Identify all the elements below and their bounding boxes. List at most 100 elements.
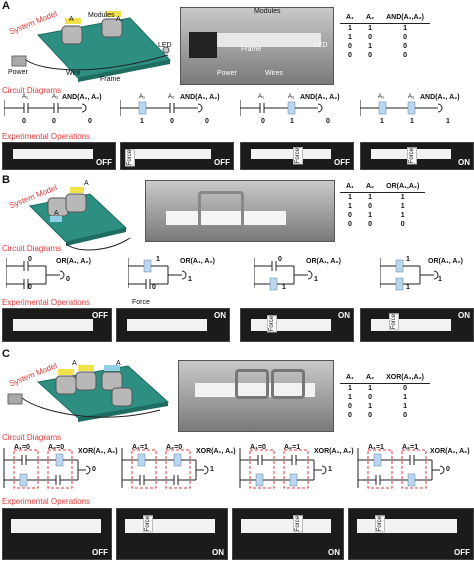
- circuit-a2-value: A₂=1: [402, 444, 419, 451]
- panel-a-photo-wires: Wires: [265, 70, 283, 77]
- tt-cell: 0: [368, 34, 372, 41]
- tt-cell: 1: [348, 25, 352, 32]
- op-state-label: OFF: [214, 158, 230, 167]
- panel-b-op-photo: Force ON: [360, 308, 474, 342]
- tt-cell: 0: [403, 43, 408, 50]
- circuit-a1-value: A₁=1: [132, 444, 148, 451]
- tt-cell: 1: [368, 194, 372, 201]
- op-state-label: OFF: [454, 548, 470, 557]
- panel-a-photo-led: LED: [314, 42, 328, 49]
- circuit-out-value: 0: [205, 118, 209, 125]
- panel-c-letter: C: [2, 348, 10, 360]
- tt-cell: 0: [403, 34, 408, 41]
- tt-header: A₁: [340, 183, 360, 193]
- tt-header: A₁: [340, 374, 360, 384]
- tt-cell: 1: [403, 394, 408, 401]
- panel-c-circuits: A₁=0 A₂=0 XOR(A₁, A₂) 0 A₁=1 A₂=0 XOR(A₁…: [0, 444, 474, 494]
- circuit-diagram: [6, 258, 65, 289]
- tt-cell: 0: [348, 43, 352, 50]
- tt-cell: 0: [368, 221, 372, 228]
- panel-a-op-photo: Force OFF: [240, 142, 354, 170]
- panel-a-frame-label: Frame: [100, 76, 121, 83]
- tt-cell: 1: [368, 403, 372, 410]
- panel-a-op-photo: Force OFF: [120, 142, 234, 170]
- panel-a-letter: A: [2, 0, 10, 12]
- circuit-out-value: 1: [438, 276, 442, 283]
- circuit-a2-value: 1: [410, 118, 414, 125]
- circuit-diagram: [380, 258, 439, 291]
- circuit-a2-label: A₂: [168, 94, 175, 100]
- panel-b-ops-label: Experimental Operations: [2, 298, 91, 307]
- panel-a-system-model: [11, 11, 171, 82]
- tt-cell: 1: [348, 203, 352, 210]
- circuit-gate-label: OR(A₁, A₂): [306, 258, 341, 265]
- circuit-a1-label: A₁: [258, 94, 265, 100]
- tt-cell: 0: [403, 52, 408, 59]
- panel-a-op-photo: Force ON: [360, 142, 474, 170]
- op-force-label: Force: [267, 315, 277, 333]
- panel-b-op-photo: OFF: [2, 308, 112, 342]
- circuit-gate-label: XOR(A₁, A₂): [196, 448, 236, 455]
- circuit-gate-label: XOR(A₁, A₂): [314, 448, 354, 455]
- circuit-gate-label: AND(A₁, A₂): [420, 94, 460, 101]
- circuit-out-value: 1: [314, 276, 318, 283]
- circuit-a1-value: 0: [28, 256, 32, 263]
- tt-cell: 1: [368, 385, 372, 392]
- tt-cell: 0: [368, 52, 372, 59]
- panel-c-op-photo: Force ON: [116, 508, 228, 560]
- circuit-a2-value: 0: [152, 284, 156, 291]
- panel-a-ops-label: Experimental Operations: [2, 132, 91, 141]
- circuit-a1-value: 0: [22, 118, 26, 125]
- circuit-a1-value: 1: [140, 118, 144, 125]
- op-force-label: Force: [407, 147, 417, 165]
- circuit-diagram: [3, 448, 91, 489]
- circuit-a1-label: A₁: [139, 94, 146, 100]
- circuit-a2-value: A₂=0: [48, 444, 65, 451]
- circuit-a1-value: A₁=0: [14, 444, 30, 451]
- tt-cell: 1: [368, 212, 372, 219]
- circuit-gate-label: XOR(A₁, A₂): [430, 448, 470, 455]
- circuit-diagram: [128, 258, 187, 289]
- circuit-a2-value: 0: [28, 284, 32, 291]
- panel-b-op-photo: Force ON: [240, 308, 354, 342]
- circuit-a1-value: 0: [278, 256, 282, 263]
- tt-cell: 1: [348, 385, 352, 392]
- tt-header: XOR(A₁,A₂): [380, 374, 431, 384]
- tt-cell: 1: [368, 43, 372, 50]
- panel-a-photo: Modules Frame LED Power Wires: [180, 7, 334, 85]
- panel-b-photo: [145, 180, 335, 242]
- panel-c-ops-label: Experimental Operations: [2, 497, 91, 506]
- tt-cell: 1: [400, 194, 405, 201]
- panel-c-model-a2: A: [116, 360, 121, 367]
- tt-cell: 0: [348, 221, 352, 228]
- circuit-diagram: [240, 100, 323, 116]
- op-state-label: ON: [458, 311, 470, 320]
- circuit-a2-value: 1: [406, 284, 410, 291]
- circuit-gate-label: OR(A₁, A₂): [56, 258, 91, 265]
- op-state-label: OFF: [92, 311, 108, 320]
- tt-cell: 0: [368, 412, 372, 419]
- op-state-label: ON: [214, 311, 226, 320]
- circuit-out-value: 1: [328, 466, 332, 473]
- circuit-a2-value: A₂=1: [284, 444, 301, 451]
- op-state-label: ON: [212, 548, 224, 557]
- panel-b-circuits: 0 0 OR(A₁, A₂) 0 1 0 OR(A₁, A₂) 1 0 1 OR…: [0, 254, 474, 296]
- op-force-label: Force: [143, 515, 153, 533]
- tt-header: A₂: [359, 374, 381, 384]
- tt-cell: 0: [348, 412, 352, 419]
- panel-a-op-photo: OFF: [2, 142, 116, 170]
- panel-b-system-model: [28, 187, 131, 251]
- tt-cell: 0: [368, 394, 372, 401]
- op-state-label: ON: [458, 158, 470, 167]
- tt-header: A₁: [340, 14, 360, 24]
- panel-a-led-label: LED: [158, 42, 172, 49]
- tt-cell: 1: [348, 34, 352, 41]
- circuit-gate-label: OR(A₁, A₂): [428, 258, 463, 265]
- circuit-gate-label: AND(A₁, A₂): [180, 94, 220, 101]
- panel-b-circuit-label: Circuit Diagrams: [2, 244, 62, 253]
- circuit-a1-value: 1: [406, 256, 410, 263]
- panel-a-photo-modules: Modules: [254, 8, 281, 15]
- tt-cell: 1: [403, 25, 408, 32]
- circuit-out-value: 0: [88, 118, 92, 125]
